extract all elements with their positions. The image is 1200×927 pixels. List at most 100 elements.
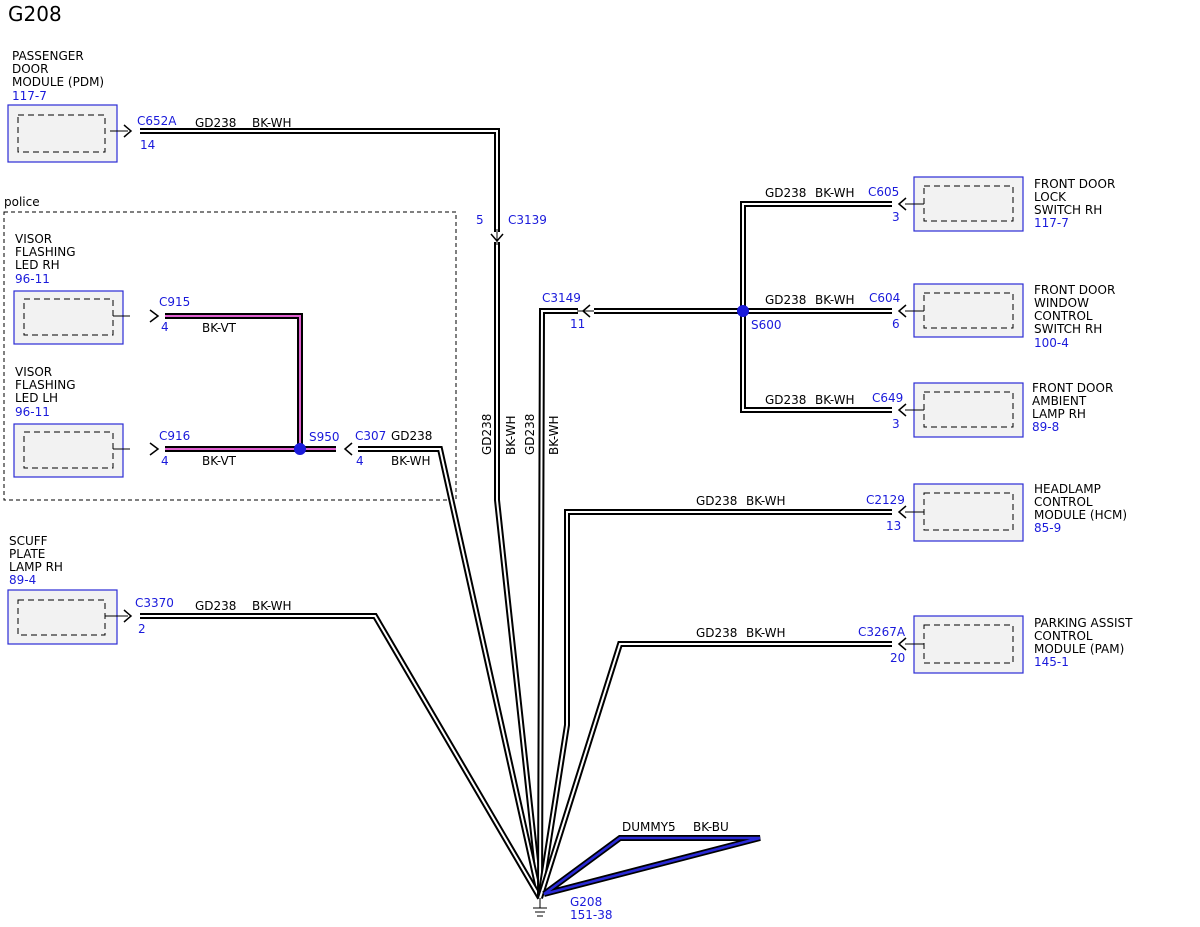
police-option-frame [3,211,457,501]
c3139-name: C3139 [508,213,547,227]
c3139-wire-circuit-vertical: GD238 [480,414,494,455]
c652a-arrow [123,124,133,138]
ambient-lamp-label-line3: LAMP RH [1032,407,1086,421]
pam-ref: 145-1 [1034,655,1069,669]
pam-wire-color: BK-WH [746,626,786,640]
module-lock-switch [905,176,1024,232]
c605-pin: 3 [892,210,900,224]
visor-rh-label-line2: FLASHING [15,245,76,259]
lock-wire-color: BK-WH [815,186,855,200]
c307-wire-color: BK-WH [391,454,431,468]
module-window-switch [905,283,1024,338]
scuff-label-line1: SCUFF [9,534,48,548]
diagram-title: G208 [8,2,62,26]
c3267a-arrow [897,637,907,651]
c2129-pin: 13 [886,519,901,533]
pdm-wire-circuit: GD238 [195,116,236,130]
lock-wire-circuit: GD238 [765,186,806,200]
c916-name: C916 [159,429,190,443]
wire-scuff [140,613,543,900]
ground-name: G208 [570,895,602,909]
splice-s600-label: S600 [751,318,782,332]
c652a-name: C652A [137,114,177,128]
c605-arrow [897,197,907,211]
c3149-wire-circuit-vertical: GD238 [523,414,537,455]
c3149-wire-color-vertical: BK-WH [547,415,561,455]
c605-name: C605 [868,185,899,199]
visor-lh-ref: 96-11 [15,405,50,419]
pdm-wire-color: BK-WH [252,116,292,130]
module-ambient-lamp [905,382,1024,438]
c604-name: C604 [869,291,900,305]
pdm-label-line2: DOOR [12,62,48,76]
wire-pdm [140,128,500,232]
c307-wire-circuit: GD238 [391,429,432,443]
hcm-wire-circuit: GD238 [696,494,737,508]
c3139-wire-color-vertical: BK-WH [504,415,518,455]
c915-arrow [149,309,160,323]
window-switch-label-line4: SWITCH RH [1034,322,1102,336]
c604-arrow [897,304,907,318]
ambient-lamp-ref: 89-8 [1032,420,1059,434]
c3149-name: C3149 [542,291,581,305]
visor-lh-label-line1: VISOR [15,365,52,379]
scuff-wire-circuit: GD238 [195,599,236,613]
c604-pin: 6 [892,317,900,331]
visor-lh-wire-color: BK-VT [202,454,237,468]
scuff-label-line3: LAMP RH [9,560,63,574]
hcm-ref: 85-9 [1034,521,1061,535]
visor-rh-wire-color: BK-VT [202,321,237,335]
lock-switch-label-line3: SWITCH RH [1034,203,1102,217]
c652a-pin: 14 [140,138,155,152]
lock-switch-label-line1: FRONT DOOR [1034,177,1115,191]
window-switch-label-line3: CONTROL [1034,309,1093,323]
ambient-lamp-label-line2: AMBIENT [1032,394,1087,408]
ambient-wire-circuit: GD238 [765,393,806,407]
pam-label-line2: CONTROL [1034,629,1093,643]
splice-s600-dot [737,305,749,317]
pam-label-line3: MODULE (PAM) [1034,642,1124,656]
window-wire-circuit: GD238 [765,293,806,307]
c307-pin: 4 [356,454,364,468]
c307-arrow [343,442,353,456]
wire-c307-ground [358,446,543,899]
splice-s950-dot [294,443,306,455]
c3149-pin: 11 [570,317,585,331]
c2129-name: C2129 [866,493,905,507]
ambient-wire-color: BK-WH [815,393,855,407]
c915-name: C915 [159,295,190,309]
c3370-arrow [123,609,133,623]
pdm-label-line3: MODULE (PDM) [12,75,104,89]
police-option-label: police [4,195,40,209]
module-scuff [7,589,128,645]
visor-rh-label-line3: LED RH [15,258,60,272]
visor-lh-label-line2: FLASHING [15,378,76,392]
visor-rh-ref: 96-11 [15,272,50,286]
window-switch-label-line2: WINDOW [1034,296,1089,310]
ground-ref: 151-38 [570,908,613,922]
c3267a-name: C3267A [858,625,906,639]
module-pam [905,615,1024,674]
hcm-wire-color: BK-WH [746,494,786,508]
window-wire-color: BK-WH [815,293,855,307]
ground-symbol [533,898,547,917]
c307-name: C307 [355,429,386,443]
dummy-wire-color: BK-BU [693,820,729,834]
c649-arrow [897,403,907,417]
splice-s950-label: S950 [309,430,340,444]
c3139-pin: 5 [476,213,484,227]
pam-wire-circuit: GD238 [696,626,737,640]
visor-rh-label-line1: VISOR [15,232,52,246]
c2129-arrow [897,505,907,519]
scuff-wire-color: BK-WH [252,599,292,613]
c3370-pin: 2 [138,622,146,636]
connector-arrows [123,124,907,651]
window-switch-label-line1: FRONT DOOR [1034,283,1115,297]
window-switch-ref: 100-4 [1034,336,1069,350]
pdm-ref: 117-7 [12,89,47,103]
c649-pin: 3 [892,417,900,431]
hcm-label-line2: CONTROL [1034,495,1093,509]
wire-c3149-ground [537,308,578,899]
c916-arrow [149,442,160,456]
ambient-lamp-label-line1: FRONT DOOR [1032,381,1113,395]
